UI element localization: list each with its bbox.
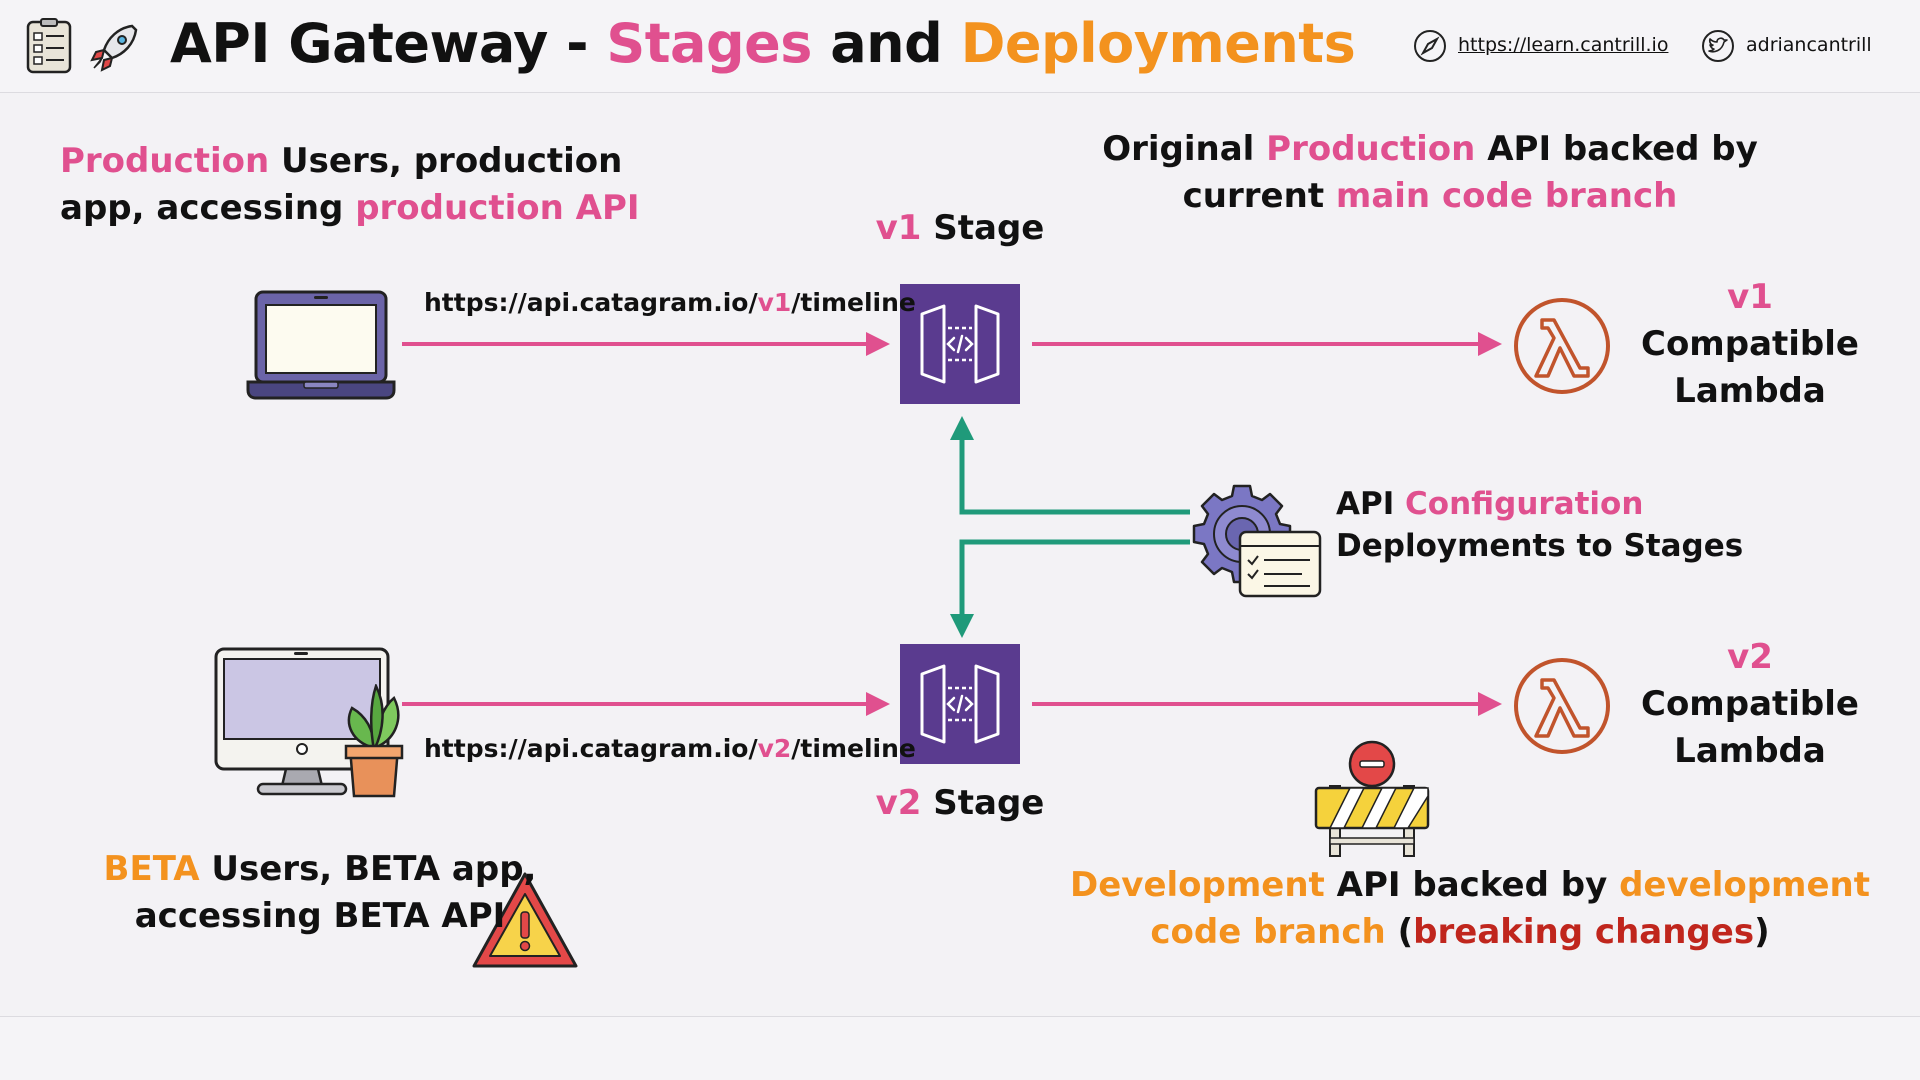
original-api-label: Original Production API backed by curren…	[1102, 129, 1758, 216]
v1-lambda-icon	[1514, 298, 1610, 394]
v1-stage-label: v1 Stage	[875, 208, 1045, 248]
plant-icon	[344, 684, 404, 798]
development-api-label: Development API backed by development co…	[1070, 865, 1870, 952]
road-barrier-icon	[1314, 740, 1430, 857]
warning-icon	[472, 872, 578, 968]
arrow-desktop-to-v2	[402, 692, 890, 716]
desktop-monitor-icon	[214, 647, 390, 796]
twitter-handle[interactable]: adriancantrill	[1746, 34, 1872, 56]
website-url[interactable]: https://learn.cantrill.io	[1458, 34, 1669, 56]
v1-lambda-label: v1 Compatible Lambda	[1630, 274, 1870, 415]
v2-stage-label: v2 Stage	[875, 783, 1045, 823]
checklist-icon	[26, 18, 72, 74]
api-configuration-icon	[1192, 484, 1322, 598]
v2-lambda-label: v2 Compatible Lambda	[1630, 634, 1870, 775]
page-title: API Gateway - Stages and Deployments	[170, 12, 1356, 75]
compass-icon	[1414, 30, 1446, 62]
arrow-config-to-v2	[950, 539, 1190, 638]
website-link[interactable]: https://learn.cantrill.io	[1458, 34, 1668, 56]
footer	[0, 1017, 1920, 1080]
arrow-laptop-to-v1	[402, 332, 890, 356]
laptop-icon	[246, 290, 396, 400]
v2-url-label: https://api.catagram.io/v2/timeline	[424, 734, 916, 763]
beta-users-label: BETA Users, BETA app, accessing BETA API	[103, 849, 537, 936]
v1-stage-api-gateway-icon	[900, 284, 1020, 404]
v2-lambda-version: v2	[1727, 637, 1773, 677]
arrow-config-to-v1	[950, 416, 1190, 515]
v1-lambda-version: v1	[1727, 277, 1773, 317]
arrow-v1-to-lambda	[1032, 332, 1502, 356]
header: API Gateway - Stages and Deployments htt…	[0, 0, 1920, 93]
footer-divider	[0, 1016, 1920, 1017]
arrow-v2-to-lambda	[1032, 692, 1502, 716]
api-configuration-label: API Configuration Deployments to Stages	[1336, 486, 1744, 564]
rocket-icon	[90, 24, 138, 72]
production-users-label: Production Users, production app, access…	[60, 141, 640, 228]
v2-lambda-icon	[1514, 658, 1610, 754]
twitter-icon	[1702, 30, 1734, 62]
v2-stage-api-gateway-icon	[900, 644, 1020, 764]
v1-url-label: https://api.catagram.io/v1/timeline	[424, 288, 916, 317]
